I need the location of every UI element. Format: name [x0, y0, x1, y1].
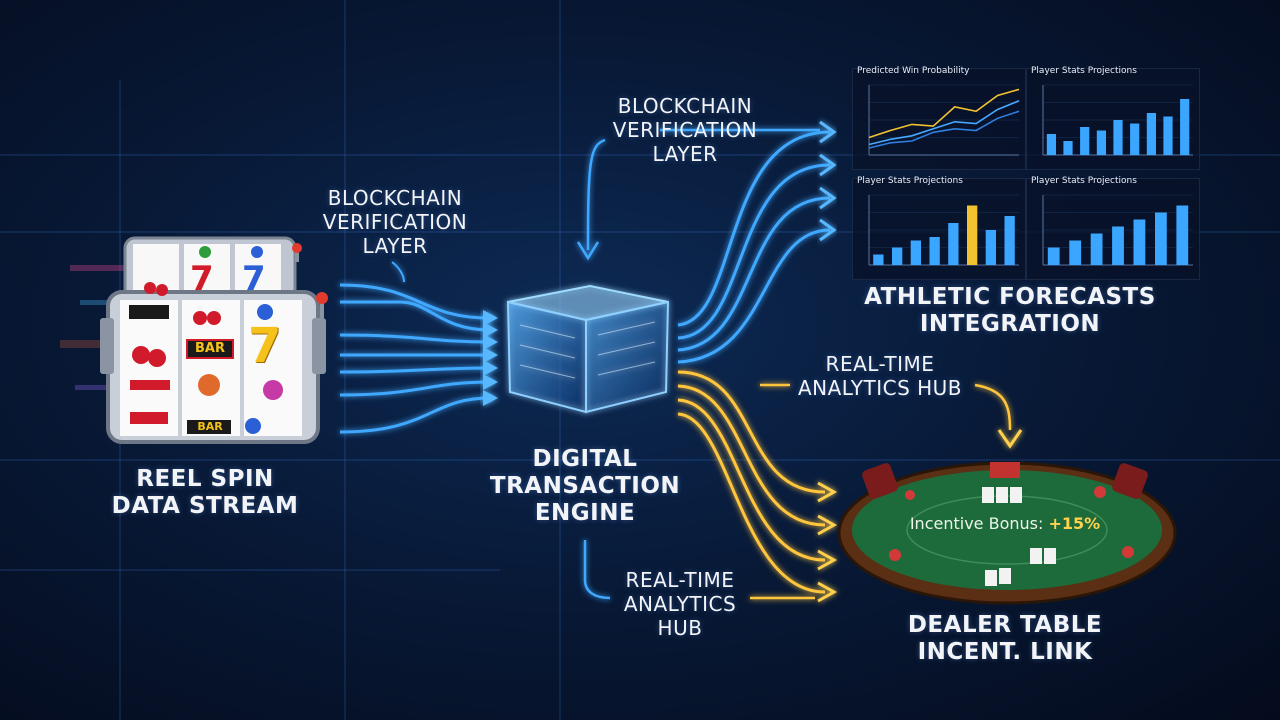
series-line	[868, 100, 1020, 146]
digital-engine-label: DIGITAL TRANSACTION ENGINE	[489, 446, 681, 526]
dealer-table-label: DEALER TABLE INCENT. LINK	[907, 612, 1103, 665]
slot-symbol-seven: 7	[242, 259, 266, 299]
chart-title: Player Stats Projections	[857, 176, 963, 186]
bar	[1180, 99, 1190, 155]
bar	[1090, 233, 1103, 265]
bar-chart-plot	[1042, 84, 1193, 156]
chart-player-stats-2: Player Stats Projections	[852, 176, 1026, 280]
line-chart-plot	[868, 84, 1020, 156]
incentive-bonus-value: +15%	[1048, 514, 1101, 533]
blockchain-left-label: BLOCKCHAIN VERIFICATION LAYER	[322, 186, 468, 258]
bar	[1163, 116, 1173, 155]
bar	[1146, 113, 1156, 155]
bar	[1046, 134, 1056, 155]
bar	[1063, 141, 1073, 155]
bar-chart-plot	[1042, 194, 1193, 266]
athletic-forecasts-label: ATHLETIC FORECASTS INTEGRATION	[864, 284, 1156, 337]
slot-flow-arrowheads	[483, 310, 498, 406]
bar	[1069, 240, 1082, 265]
reel-spin-label: REEL SPIN DATA STREAM	[111, 466, 299, 519]
bar	[1096, 130, 1106, 155]
bar	[1004, 216, 1015, 265]
bar	[1176, 205, 1189, 265]
bar	[929, 237, 940, 265]
incentive-bonus-text: Incentive Bonus: +15%	[900, 514, 1110, 533]
incentive-bonus-label: Incentive Bonus:	[909, 514, 1044, 533]
bar	[1047, 247, 1060, 265]
analytics-bottom-label: REAL-TIME ANALYTICS HUB	[623, 568, 737, 640]
chart-title: Player Stats Projections	[1031, 66, 1137, 76]
bar	[985, 230, 996, 265]
engine-to-charts-flows	[660, 128, 831, 364]
bar	[910, 240, 921, 265]
bar	[1133, 219, 1146, 265]
engine-to-table-flows	[583, 370, 1012, 600]
chart-player-stats-1: Player Stats Projections	[1026, 66, 1200, 170]
series-line	[868, 110, 1020, 149]
bar	[1080, 127, 1090, 155]
blockchain-left-pointer	[391, 261, 405, 283]
bar	[1112, 226, 1124, 265]
slot-to-engine-flows	[339, 283, 491, 434]
chart-win-probability: Predicted Win Probability	[852, 66, 1026, 170]
chart-title: Player Stats Projections	[1031, 176, 1137, 186]
slot-symbol-bar: BAR	[197, 420, 223, 433]
bar	[1130, 123, 1140, 155]
bar	[1113, 120, 1123, 155]
bar-chart-plot	[868, 194, 1019, 266]
dealer-table-illustration	[837, 461, 1177, 605]
slot-machine-illustration	[60, 236, 328, 444]
blockchain-top-label: BLOCKCHAIN VERIFICATION LAYER	[612, 94, 758, 166]
transaction-engine-cube	[506, 284, 670, 414]
series-line	[868, 88, 1020, 139]
chart-title: Predicted Win Probability	[857, 66, 970, 76]
bar	[1155, 212, 1167, 265]
chart-player-stats-3: Player Stats Projections	[1026, 176, 1200, 280]
bar	[873, 254, 884, 265]
analytics-right-label: REAL-TIME ANALYTICS HUB	[797, 352, 963, 400]
slot-symbol-bar: BAR	[195, 341, 225, 356]
bar	[892, 247, 903, 265]
bar	[967, 205, 978, 265]
table-flow-arrowheads	[817, 429, 1023, 603]
bar	[948, 223, 959, 265]
slot-symbol-seven-large: 7	[248, 318, 282, 374]
slot-symbol-seven: 7	[190, 259, 214, 299]
chart-flow-arrowheads	[819, 120, 837, 242]
blockchain-to-engine-arrow	[576, 138, 606, 261]
